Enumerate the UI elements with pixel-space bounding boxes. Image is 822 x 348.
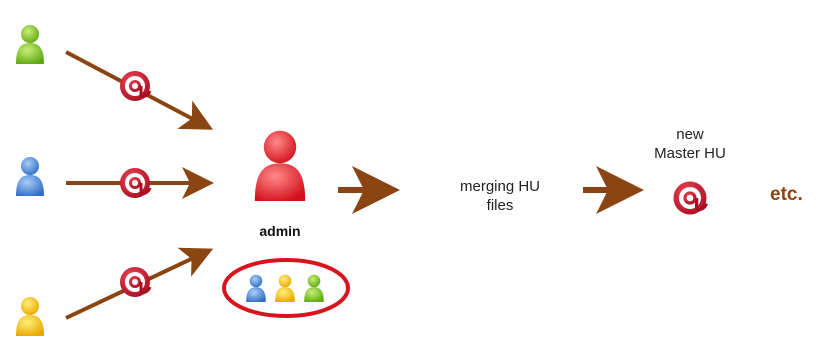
hu-file-icon [118,69,152,103]
master-hu-icon [671,179,709,217]
blue-user-icon [16,157,44,196]
etc-label: etc. [770,184,803,205]
merging-step-line1: merging HU [459,178,541,195]
new-master-line2: Master HU [654,145,726,162]
hu-file-icon [118,166,152,200]
hu-file-icon [118,265,152,299]
new-master-label: new Master HU [620,125,760,163]
yellow-user-icon [16,297,44,336]
merging-step-label: merging HU files [425,177,575,215]
merging-step-line2: files [486,197,514,214]
admin-icon [254,130,306,201]
green-user-icon [16,25,44,64]
admin-label: admin [259,223,301,239]
new-master-line1: new [676,126,704,143]
